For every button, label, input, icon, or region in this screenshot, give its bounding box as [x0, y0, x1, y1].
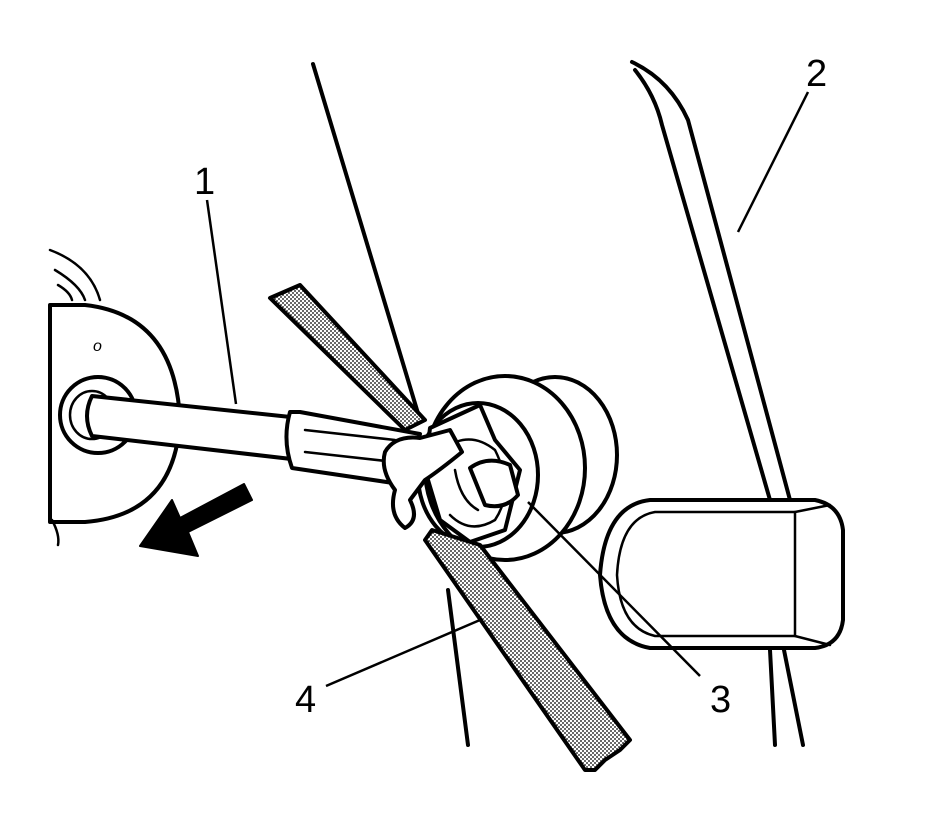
leader-3 — [527, 501, 701, 677]
callout-leaders — [205, 91, 810, 688]
leader-1 — [205, 199, 238, 405]
arrow-down-left-icon — [139, 483, 253, 557]
leader-4 — [325, 618, 481, 688]
callout-1: 1 — [194, 161, 215, 203]
callout-labels: 1 2 3 4 — [194, 53, 827, 721]
door-frame-pillar — [630, 60, 805, 747]
callout-2: 2 — [806, 53, 827, 95]
trim-tool-lower — [423, 528, 632, 772]
door-inner-panel-edge — [311, 62, 470, 747]
leader-2 — [736, 91, 810, 233]
frame-bracket — [598, 498, 845, 650]
trim-tool-upper — [268, 283, 427, 432]
hub-mark-text: o — [93, 338, 102, 355]
callout-4: 4 — [295, 679, 316, 721]
push-pin-fastener — [416, 374, 619, 562]
removal-tool-fork — [381, 428, 464, 530]
callout-3: 3 — [710, 679, 731, 721]
